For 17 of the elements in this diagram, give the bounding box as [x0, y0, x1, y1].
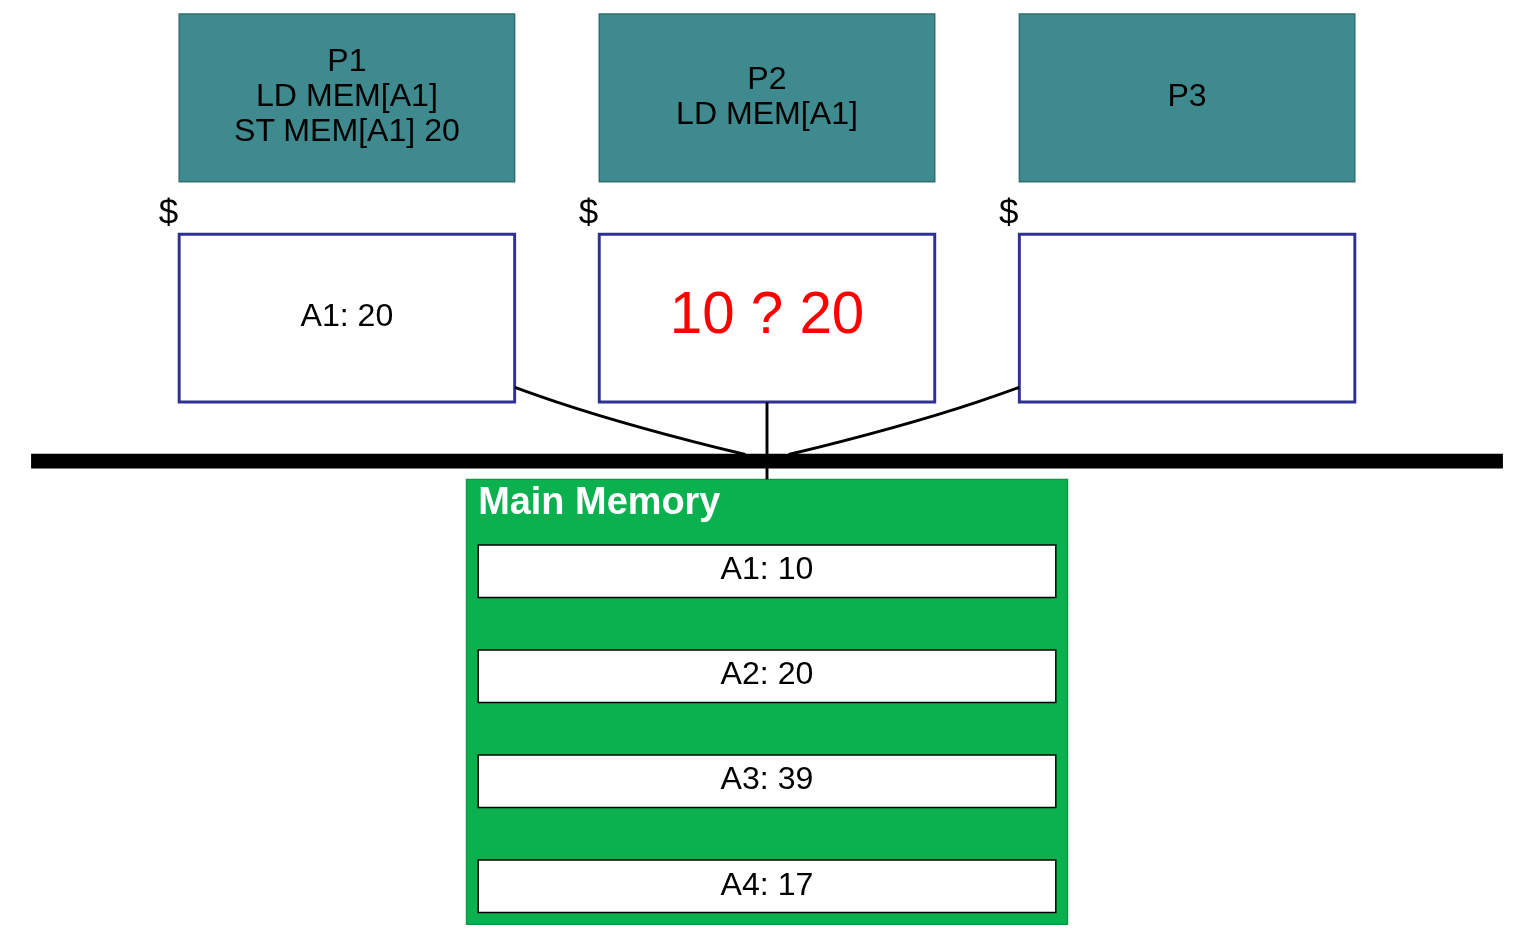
node-label: $ — [578, 192, 599, 232]
node-box: A1: 20 — [177, 232, 517, 404]
node-label: $ — [158, 192, 179, 232]
node-box: 10 ? 20 — [597, 232, 937, 404]
connector — [514, 386, 746, 456]
node-box — [1017, 232, 1357, 404]
node-label: $ — [998, 192, 1019, 232]
node-box: A1: 10 — [477, 544, 1057, 599]
node-box: A4: 17 — [477, 859, 1057, 914]
node-box: P2 LD MEM[A1] — [598, 13, 936, 183]
connector — [788, 386, 1020, 456]
node-bar — [31, 453, 1503, 469]
node-box: A3: 39 — [477, 754, 1057, 809]
node-box: A2: 20 — [477, 649, 1057, 704]
node-box: P3 — [1018, 13, 1356, 183]
connector — [765, 402, 769, 455]
node-box: P1 LD MEM[A1] ST MEM[A1] 20 — [178, 13, 516, 183]
